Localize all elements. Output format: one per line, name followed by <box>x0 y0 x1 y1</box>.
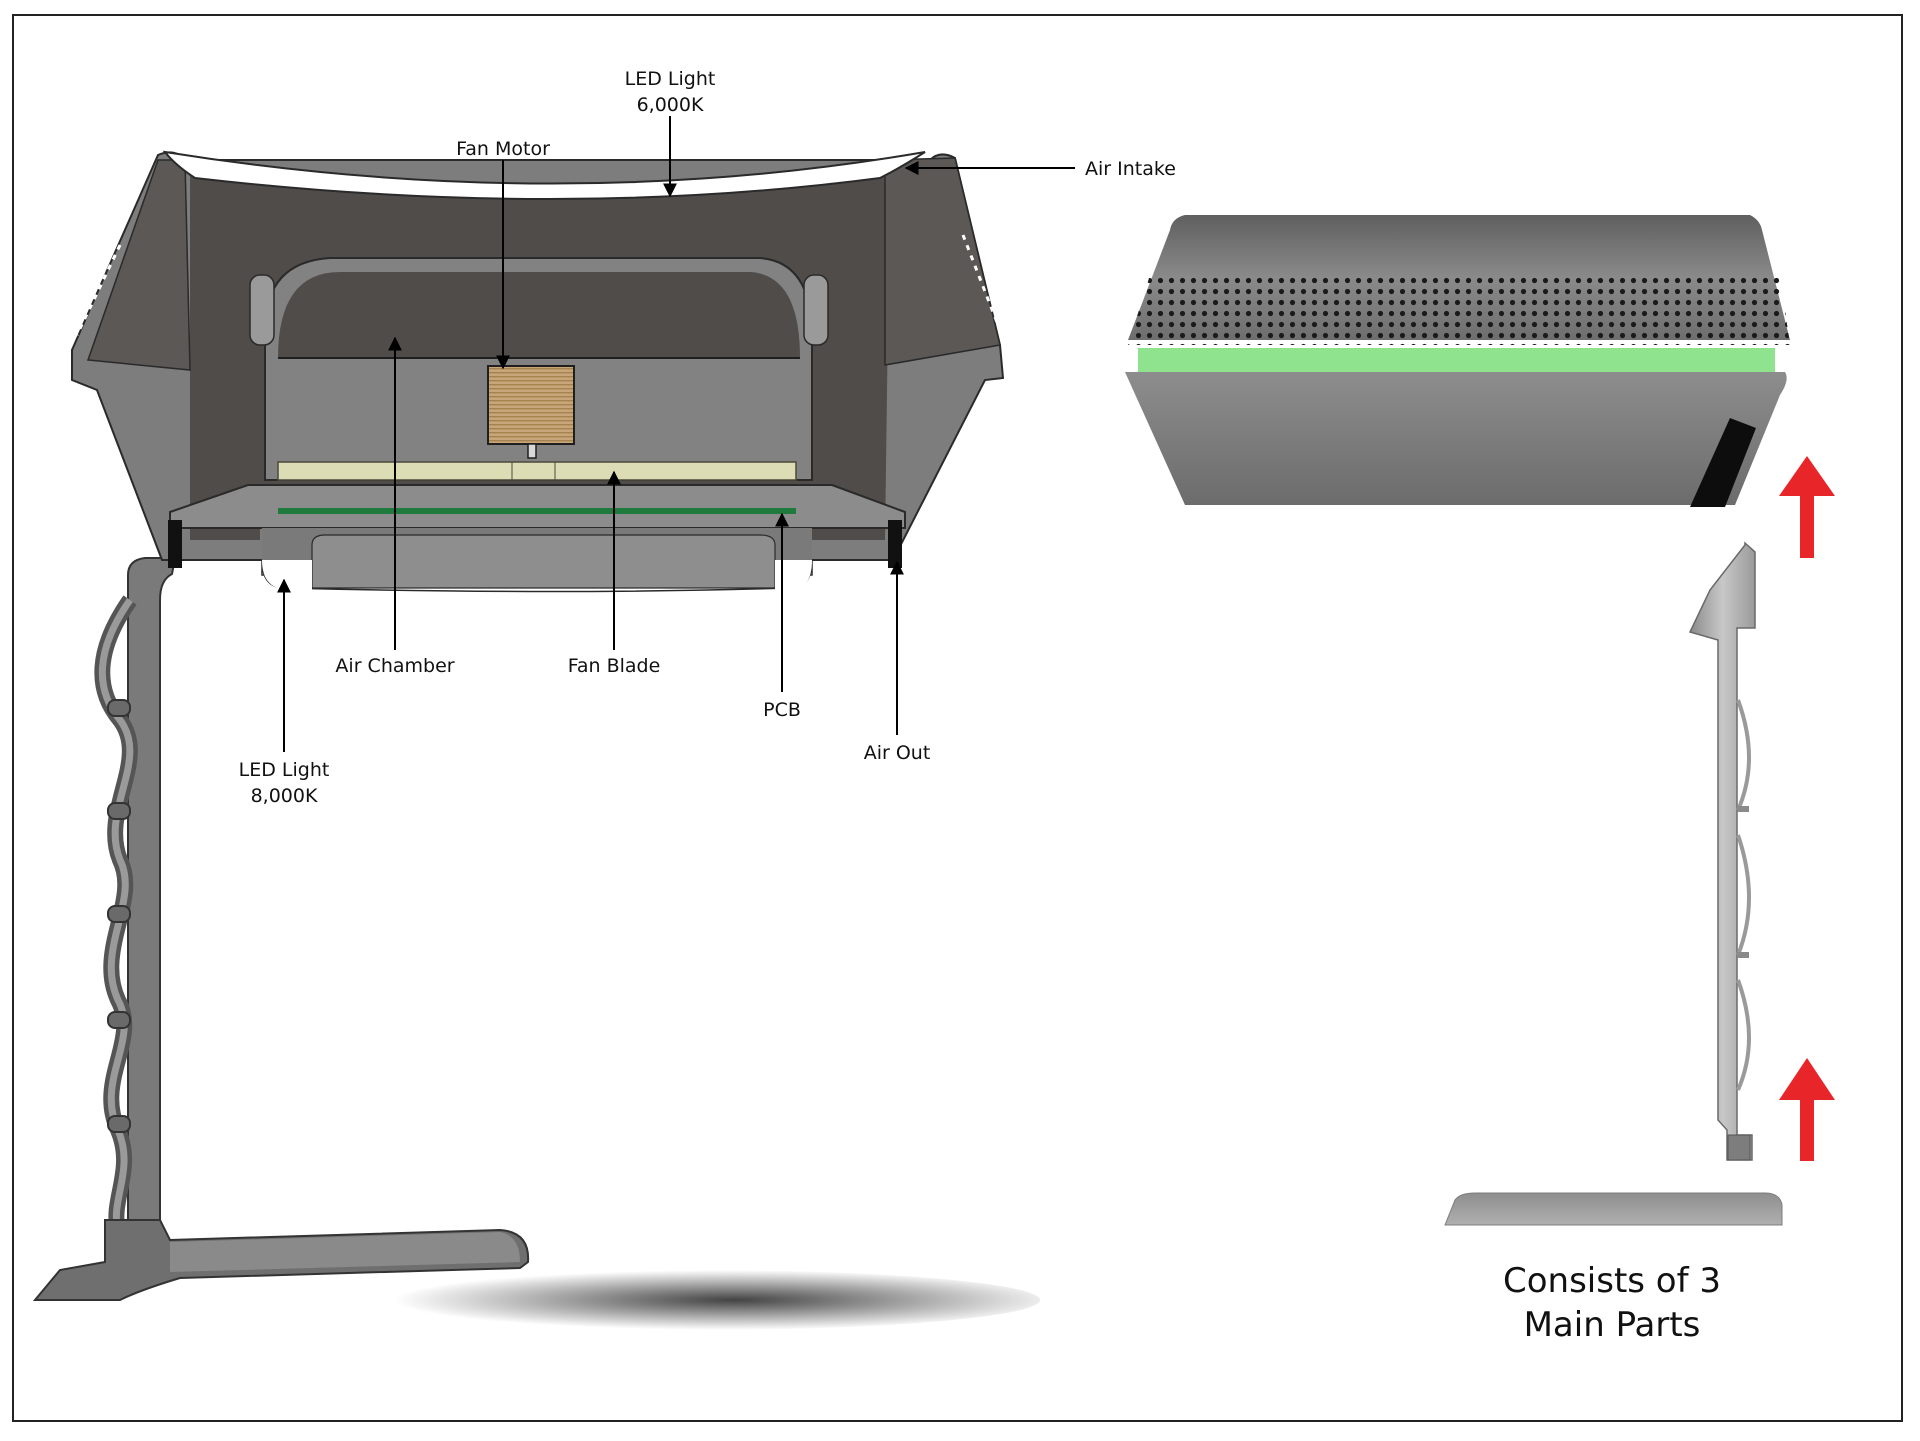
base-part <box>1444 1192 1783 1226</box>
diagram-frame <box>12 14 1903 1422</box>
label-air-chamber: Air Chamber <box>335 655 454 677</box>
arm-part <box>1688 541 1756 1161</box>
caption-line-2: Main Parts <box>1524 1305 1701 1345</box>
head-lower-cap <box>1125 372 1787 505</box>
pcb-board <box>278 508 796 514</box>
left-wing <box>86 159 191 371</box>
assembly-arrow-upper <box>1779 456 1835 558</box>
parts-caption: Consists of 3 Main Parts <box>1503 1261 1721 1345</box>
label-led-top-temp: 6,000K <box>637 94 704 116</box>
annotation-arrows <box>277 116 1075 752</box>
label-fan-blade: Fan Blade <box>568 655 661 677</box>
label-pcb: PCB <box>763 699 801 721</box>
label-air-out: Air Out <box>864 742 931 764</box>
label-led-bottom: LED Light <box>239 759 330 781</box>
stand-pole <box>127 557 177 1236</box>
callout-labels: LED Light 6,000K Fan Motor Air Intake Ai… <box>239 68 1176 807</box>
assembly-arrow-lower <box>1779 1058 1835 1161</box>
label-air-intake: Air Intake <box>1085 158 1176 180</box>
head-black-slot <box>1690 418 1756 507</box>
spring-knobs <box>107 699 131 1133</box>
caption-line-1: Consists of 3 <box>1503 1261 1721 1301</box>
fan-motor-body <box>487 365 575 445</box>
head-green-led <box>1138 348 1775 372</box>
label-led-top: LED Light <box>625 68 716 90</box>
floor-shadow <box>360 1270 1040 1330</box>
fan-blade-bar <box>277 461 797 481</box>
label-fan-motor: Fan Motor <box>456 138 550 160</box>
parts-exploded-view <box>1125 215 1835 1226</box>
right-wing <box>884 157 1001 366</box>
lamp-cross-section <box>32 150 1040 1330</box>
head-vent-grille <box>1128 275 1790 345</box>
lower-tray <box>169 484 906 529</box>
label-led-bottom-temp: 8,000K <box>251 785 318 807</box>
